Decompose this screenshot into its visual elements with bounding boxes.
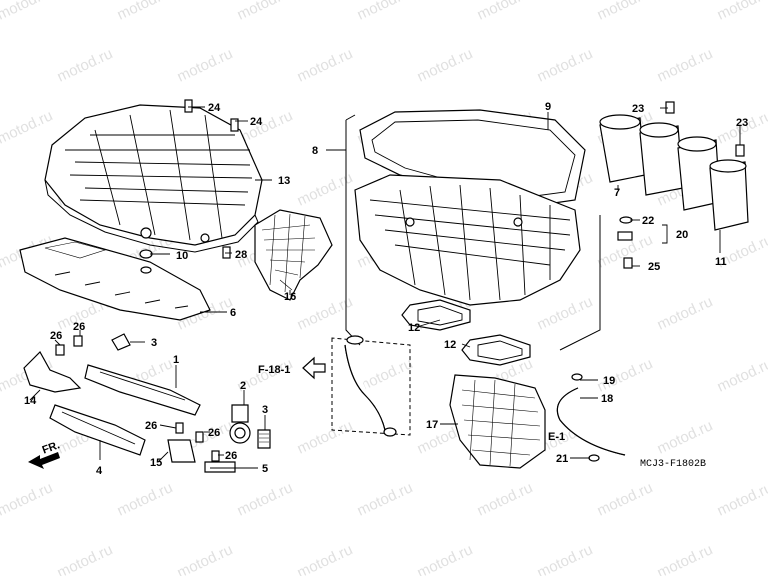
gaskets-12 (401, 299, 531, 366)
watermark-text: motod.ru (295, 417, 356, 457)
callout-10: 10 (176, 250, 188, 262)
watermark-text: motod.ru (655, 417, 716, 457)
callout-9: 9 (545, 101, 551, 113)
lower-left-assembly (23, 333, 271, 473)
callout-26d: 26 (208, 427, 220, 439)
ref-f18-1: F-18-1 (258, 364, 290, 376)
callout-24a: 24 (208, 102, 221, 114)
callout-26b: 26 (73, 321, 85, 333)
callout-6: 6 (230, 307, 236, 319)
watermark-text: motod.ru (535, 293, 596, 333)
air-funnels (599, 114, 749, 231)
breather-hose-right (556, 373, 626, 462)
watermark-text: motod.ru (115, 479, 176, 519)
callout-21: 21 (556, 453, 568, 465)
watermark-text: motod.ru (0, 479, 55, 519)
watermark-text: motod.ru (0, 107, 55, 147)
watermark-text: motod.ru (475, 479, 536, 519)
callout-18: 18 (601, 393, 613, 405)
watermark-text: motod.ru (535, 541, 596, 576)
intake-temp-sensor (617, 216, 633, 269)
watermark-text: motod.ru (175, 45, 236, 85)
callout-14: 14 (24, 395, 37, 407)
front-arrow-icon (28, 452, 60, 469)
watermark-text: motod.ru (655, 541, 716, 576)
watermark-text: motod.ru (235, 479, 296, 519)
watermark-text: motod.ru (295, 45, 356, 85)
callout-17: 17 (426, 419, 438, 431)
callout-1: 1 (173, 354, 179, 366)
callout-4: 4 (96, 465, 103, 477)
ref-front: FR. (41, 439, 62, 456)
callout-28: 28 (235, 249, 247, 261)
air-cleaner-housing (345, 109, 601, 351)
watermark-text: motod.ru (595, 0, 656, 24)
air-cleaner-plate (19, 237, 211, 321)
leader-lines (29, 106, 741, 469)
watermark-text: motod.ru (655, 45, 716, 85)
callout-26c: 26 (145, 420, 157, 432)
watermark-text: motod.ru (415, 45, 476, 85)
watermark-text: motod.ru (595, 479, 656, 519)
watermark-text: motod.ru (415, 541, 476, 576)
screw-28 (222, 246, 231, 259)
watermark-text: motod.ru (55, 45, 116, 85)
callout-25: 25 (648, 261, 660, 273)
callout-23b: 23 (736, 117, 748, 129)
callout-24b: 24 (250, 116, 263, 128)
intake-duct-lower (449, 374, 546, 469)
callout-23a: 23 (632, 103, 644, 115)
callout-labels: 24 24 13 10 28 6 16 8 9 23 23 7 11 22 20… (24, 101, 748, 477)
callout-20: 20 (676, 229, 688, 241)
callout-2: 2 (240, 380, 246, 392)
bolts-24 (184, 99, 239, 132)
callout-3b: 3 (262, 404, 268, 416)
watermark-text: motod.ru (235, 0, 296, 24)
breather-hose-left (331, 335, 411, 437)
watermark-text: motod.ru (715, 355, 768, 395)
watermark-text: motod.ru (355, 479, 416, 519)
diagram-code: MCJ3-F1802B (640, 459, 706, 470)
callout-15: 15 (150, 457, 162, 469)
watermark-text: motod.ru (655, 293, 716, 333)
watermark-text: motod.ru (175, 541, 236, 576)
watermark-text: motod.ru (475, 0, 536, 24)
watermark-text: motod.ru (55, 541, 116, 576)
ref-e1: E-1 (548, 431, 565, 443)
callout-5: 5 (262, 463, 268, 475)
callout-26e: 26 (225, 450, 237, 462)
callout-12b: 12 (444, 339, 456, 351)
watermark-text: motod.ru (115, 0, 176, 24)
watermark-text: motod.ru (355, 0, 416, 24)
callout-22: 22 (642, 215, 654, 227)
callout-7: 7 (614, 187, 620, 199)
ref-arrow (302, 356, 326, 380)
callout-13: 13 (278, 175, 290, 187)
callout-19: 19 (603, 375, 615, 387)
watermark-text: motod.ru (535, 45, 596, 85)
callout-12a: 12 (408, 322, 420, 334)
reference-labels: F-18-1 E-1 FR. MCJ3-F1802B (41, 364, 706, 470)
callout-26a: 26 (50, 330, 62, 342)
intake-duct-upper (254, 209, 333, 301)
watermark-text: motod.ru (715, 0, 768, 24)
watermark-text: motod.ru (0, 0, 55, 24)
callout-8: 8 (312, 145, 318, 157)
air-cleaner-cover (44, 104, 263, 253)
watermark-text: motod.ru (295, 541, 356, 576)
callout-16: 16 (284, 291, 296, 303)
watermark-text: motod.ru (715, 479, 768, 519)
callout-11: 11 (715, 256, 727, 268)
callout-3a: 3 (151, 337, 157, 349)
